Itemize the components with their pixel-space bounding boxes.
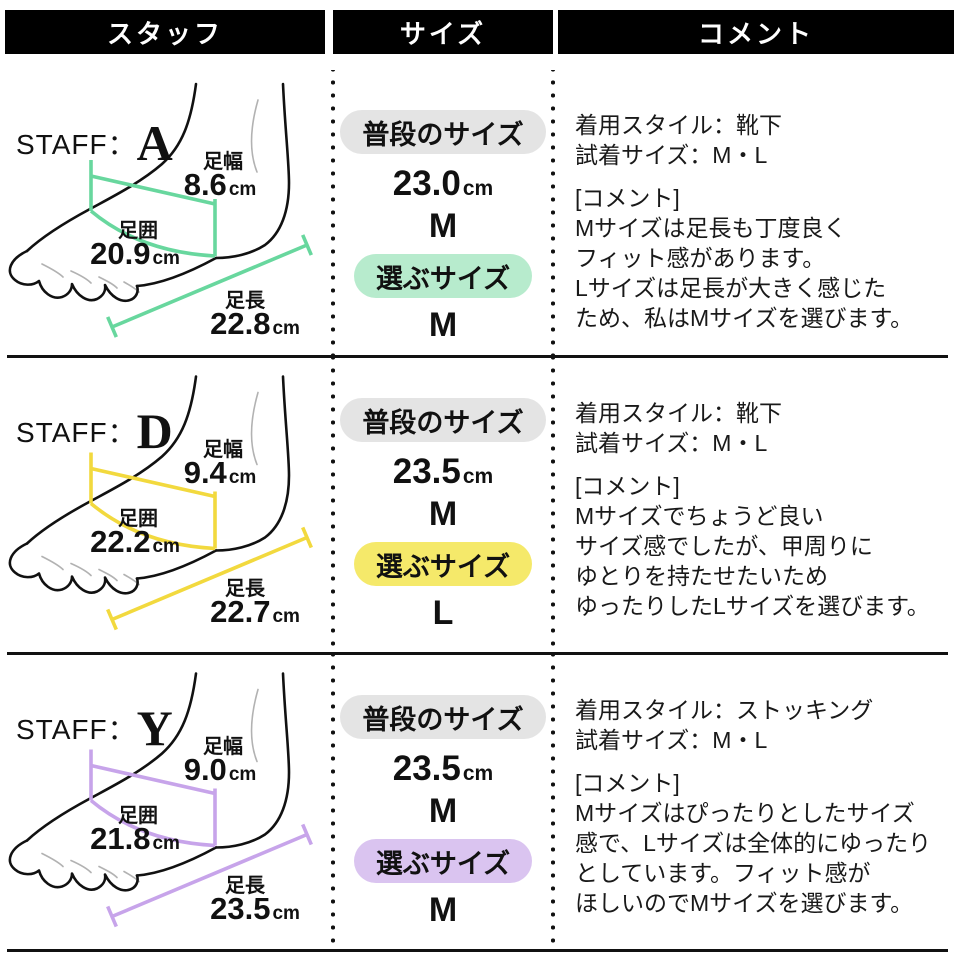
chosen-size-letter: M bbox=[428, 891, 458, 929]
header-comment-column: コメント bbox=[558, 10, 954, 54]
staff-name: STAFF：D bbox=[16, 403, 173, 459]
comment-line: としています。フィット感が bbox=[575, 860, 871, 886]
foot-measurement-illustration bbox=[8, 375, 313, 631]
comment-cell: 着用スタイル：ストッキング 試着サイズ：M・L [コメント] Mサイズはぴったり… bbox=[556, 655, 960, 949]
comment-block: [コメント] Mサイズは足長も丁度良く フィット感があります。 Lサイズは足長が… bbox=[575, 183, 952, 333]
usual-size-badge: 普段のサイズ bbox=[340, 110, 546, 154]
dotted-column-separator bbox=[550, 655, 556, 949]
comment-line: Mサイズは足長も丁度良く bbox=[575, 215, 847, 241]
dotted-column-separator bbox=[550, 70, 556, 355]
comment-line: ほしいのでMサイズを選びます。 bbox=[575, 890, 914, 916]
tried-sizes: 試着サイズ：M・L bbox=[575, 430, 768, 456]
foot-width-label: 足幅 bbox=[203, 439, 243, 461]
comment-line: ゆとりを持たせたいため bbox=[575, 563, 828, 589]
usual-size-letter: M bbox=[428, 792, 458, 830]
comment-line: フィット感があります。 bbox=[575, 245, 826, 271]
dotted-column-separator bbox=[550, 358, 556, 652]
usual-size-letter: M bbox=[428, 207, 458, 245]
size-cell: 普段のサイズ 23.5cm M 選ぶサイズ M bbox=[336, 655, 550, 949]
comment-line: サイズ感でしたが、甲周りに bbox=[575, 533, 873, 559]
table-header: スタッフ サイズ コメント bbox=[0, 0, 960, 70]
chosen-size-badge: 選ぶサイズ bbox=[353, 254, 533, 298]
usual-size-cm: 23.5cm bbox=[392, 452, 494, 491]
dotted-column-separator bbox=[330, 358, 336, 652]
comment-line: [コメント] bbox=[575, 185, 680, 211]
comment-line: 感で、Lサイズは全体的にゆったり bbox=[575, 830, 932, 856]
chosen-size-badge: 選ぶサイズ bbox=[353, 542, 533, 586]
usual-size-badge: 普段のサイズ bbox=[340, 398, 546, 442]
chosen-size-letter: M bbox=[428, 306, 458, 344]
comment-line: ため、私はMサイズを選びます。 bbox=[575, 305, 914, 331]
comment-cell: 着用スタイル：靴下 試着サイズ：M・L [コメント] Mサイズは足長も丁度良く … bbox=[556, 70, 960, 355]
foot-measurement-illustration bbox=[8, 672, 313, 928]
foot-width-label: 足幅 bbox=[203, 151, 243, 173]
foot-length-label: 足長 bbox=[225, 578, 265, 600]
foot-length-label: 足長 bbox=[225, 290, 265, 312]
comment-line: Mサイズでちょうど良い bbox=[575, 503, 824, 529]
comment-line: [コメント] bbox=[575, 473, 680, 499]
comment-block: [コメント] Mサイズはぴったりとしたサイズ 感で、Lサイズは全体的にゆったり … bbox=[575, 768, 952, 918]
staff-letter: D bbox=[136, 403, 173, 459]
comment-block: [コメント] Mサイズでちょうど良い サイズ感でしたが、甲周りに ゆとりを持たせ… bbox=[575, 471, 952, 621]
size-cell: 普段のサイズ 23.5cm M 選ぶサイズ L bbox=[336, 358, 550, 652]
staff-letter: Y bbox=[136, 700, 173, 756]
comment-line: [コメント] bbox=[575, 770, 680, 796]
foot-girth-label: 足囲 bbox=[118, 508, 158, 530]
wearing-style: 着用スタイル：ストッキング bbox=[575, 697, 874, 723]
size-cell: 普段のサイズ 23.0cm M 選ぶサイズ M bbox=[336, 70, 550, 355]
usual-size-letter: M bbox=[428, 495, 458, 533]
usual-size-badge: 普段のサイズ bbox=[340, 695, 546, 739]
wearing-style: 着用スタイル：靴下 bbox=[575, 400, 782, 426]
comment-line: Mサイズはぴったりとしたサイズ bbox=[575, 800, 915, 826]
foot-width-label: 足幅 bbox=[203, 736, 243, 758]
usual-size-cm: 23.0cm bbox=[392, 164, 494, 203]
wearing-style: 着用スタイル：靴下 bbox=[575, 112, 782, 138]
dotted-column-separator bbox=[330, 70, 336, 355]
dotted-column-separator bbox=[330, 655, 336, 949]
usual-size-cm: 23.5cm bbox=[392, 749, 494, 788]
chosen-size-letter: L bbox=[432, 594, 454, 632]
staff-name: STAFF：A bbox=[16, 115, 173, 171]
comment-cell: 着用スタイル：靴下 試着サイズ：M・L [コメント] Mサイズでちょうど良い サ… bbox=[556, 358, 960, 652]
header-size-column: サイズ bbox=[333, 10, 553, 54]
row-divider bbox=[7, 355, 948, 358]
row-divider bbox=[7, 652, 948, 655]
foot-measurement-illustration bbox=[8, 82, 313, 338]
staff-letter: A bbox=[136, 115, 173, 171]
comment-line: Lサイズは足長が大きく感じた bbox=[575, 275, 887, 301]
tried-sizes: 試着サイズ：M・L bbox=[575, 142, 768, 168]
staff-name: STAFF：Y bbox=[16, 700, 173, 756]
row-divider bbox=[7, 949, 948, 952]
foot-girth-label: 足囲 bbox=[118, 220, 158, 242]
header-staff-column: スタッフ bbox=[5, 10, 325, 54]
comment-line: ゆったりしたLサイズを選びます。 bbox=[575, 593, 930, 619]
foot-girth-label: 足囲 bbox=[118, 805, 158, 827]
chosen-size-badge: 選ぶサイズ bbox=[353, 839, 533, 883]
tried-sizes: 試着サイズ：M・L bbox=[575, 727, 768, 753]
foot-length-label: 足長 bbox=[225, 875, 265, 897]
